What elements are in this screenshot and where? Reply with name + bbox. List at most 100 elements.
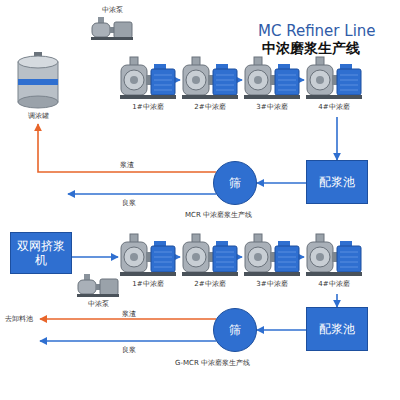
process-box: 配浆池 (306, 160, 368, 204)
refiner-base (244, 95, 300, 99)
screen-label: 筛 (229, 176, 241, 190)
screen-label: 筛 (229, 323, 241, 337)
circle-shape (214, 309, 257, 352)
refiner-casing (245, 65, 271, 95)
refiner-hub (316, 253, 324, 261)
flow-connector (257, 329, 306, 331)
flow-connector (240, 256, 242, 258)
refiner-label: 3#中浓磨 (242, 280, 302, 289)
motor-body (275, 246, 299, 272)
pump-base (77, 294, 119, 297)
flow-connector (336, 294, 338, 307)
screen-circle: 筛 (213, 308, 257, 352)
refiner-casing (183, 65, 209, 95)
box-label: 配浆池 (317, 175, 357, 189)
flow-connector (257, 182, 306, 184)
refiner-label: 2#中浓磨 (180, 103, 240, 112)
refiner-disc (186, 70, 206, 90)
motor-ribs (216, 252, 234, 267)
tank-symbol (10, 52, 66, 112)
pump-casing (78, 280, 96, 294)
screen-circle: 筛 (213, 161, 257, 205)
refiner-symbol (118, 55, 178, 103)
refiner-unit: 2#中浓磨 (180, 232, 240, 294)
refiner-symbol (304, 55, 364, 103)
tank-top (18, 56, 58, 68)
refiner-unit: 3#中浓磨 (242, 55, 302, 117)
refiner-casing (307, 242, 333, 272)
refiner-hub (254, 253, 262, 261)
tank-band (18, 79, 58, 85)
accept-line (68, 193, 216, 195)
flow-connector (72, 256, 118, 258)
refiner-base (182, 272, 238, 276)
refiner-hub (130, 253, 138, 261)
diagram-title: MC Refiner Line (258, 22, 376, 40)
refiner-label: 4#中浓磨 (304, 103, 364, 112)
pump-label: 中浓泵 (76, 300, 120, 309)
motor-ribs (340, 252, 358, 267)
blending-tank: 调浓罐 (10, 52, 66, 124)
refiner-base (182, 95, 238, 99)
refiner-base (244, 272, 300, 276)
refiner-symbol (242, 55, 302, 103)
pump-base (91, 37, 133, 40)
circle-shape (214, 162, 257, 205)
pump-casing (92, 23, 110, 37)
motor-ribs (216, 75, 234, 90)
refiner-symbol (180, 232, 240, 280)
motor-body (213, 246, 237, 272)
motor-body (213, 69, 237, 95)
pump-motor (114, 22, 132, 38)
motor-ribs (278, 75, 296, 90)
refiner-symbol (180, 55, 240, 103)
refiner-hub (316, 76, 324, 84)
line-caption: MCR 中浓磨浆生产线 (185, 210, 252, 220)
pump-motor (100, 279, 118, 295)
refiner-disc (248, 70, 268, 90)
subtitle: 中浓磨浆生产线 (262, 40, 360, 57)
refiner-casing (245, 242, 271, 272)
refiner-symbol (304, 232, 364, 280)
refiner-disc (124, 70, 144, 90)
refiner-base (306, 95, 362, 99)
line-caption: G-MCR 中浓磨浆生产线 (175, 358, 250, 368)
tank-bottom (18, 96, 58, 108)
refiner-casing (183, 242, 209, 272)
refiner-symbol (242, 232, 302, 280)
flow-connector (178, 79, 180, 81)
refiner-symbol (118, 232, 178, 280)
refiner-base (120, 95, 176, 99)
refiner-base (120, 272, 176, 276)
motor-ribs (154, 75, 172, 90)
refiner-casing (307, 65, 333, 95)
motor-ribs (340, 75, 358, 90)
tank-label: 调浓罐 (10, 112, 66, 121)
refiner-label: 3#中浓磨 (242, 103, 302, 112)
pump-symbol (76, 272, 120, 300)
refiner-label: 4#中浓磨 (304, 280, 364, 289)
refiner-disc (124, 247, 144, 267)
flow-connector (302, 79, 304, 81)
refiner-disc (186, 247, 206, 267)
flow-label: 良浆 (122, 345, 136, 355)
refiner-unit: 3#中浓磨 (242, 232, 302, 294)
reject-line (40, 318, 216, 320)
refiner-hub (192, 76, 200, 84)
accept-line (40, 340, 216, 342)
process-box: 配浆池 (306, 307, 368, 351)
refiner-casing (121, 242, 147, 272)
refiner-disc (248, 247, 268, 267)
flow-connector (240, 79, 242, 81)
refiner-unit: 1#中浓磨 (118, 232, 178, 294)
motor-ribs (278, 252, 296, 267)
refiner-unit: 4#中浓磨 (304, 55, 364, 117)
flow-label: 良浆 (122, 198, 136, 208)
refiner-hub (254, 76, 262, 84)
refiner-casing (121, 65, 147, 95)
motor-body (337, 69, 361, 95)
motor-body (337, 246, 361, 272)
